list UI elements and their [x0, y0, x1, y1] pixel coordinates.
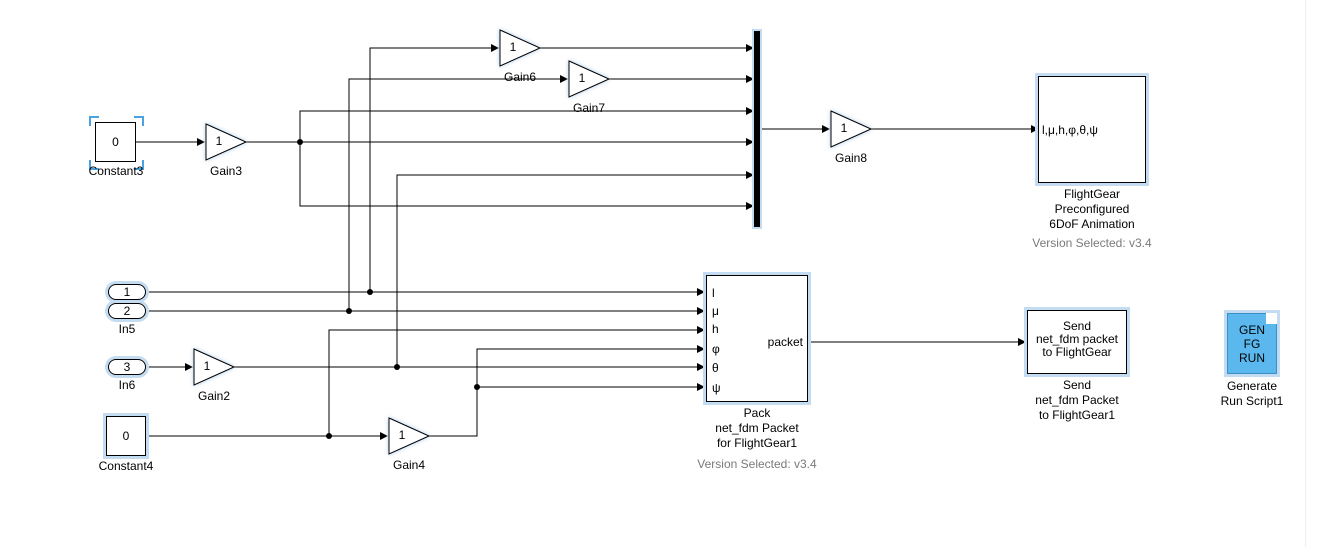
gain-triangles: [193, 29, 873, 455]
gain7-value: 1: [578, 71, 586, 85]
selection-handle-tl[interactable]: [89, 116, 99, 126]
flightgear-version: Version Selected: v3.4: [1032, 236, 1152, 250]
in5-port-1[interactable]: 1: [108, 284, 146, 300]
gain2-block[interactable]: [193, 348, 236, 386]
constant3-value: 0: [112, 135, 119, 149]
generate-run-script-block[interactable]: GEN FG RUN: [1227, 313, 1277, 374]
signal-branch-gain6[interactable]: [369, 44, 499, 292]
page-fold-icon: [1266, 313, 1277, 324]
gain4-label: Gain4: [392, 458, 426, 472]
gain8-value: 1: [840, 121, 848, 135]
pack-port-packet: packet: [767, 335, 803, 349]
pack-block[interactable]: l μ h φ θ ψ packet: [706, 275, 808, 402]
pack-port-phi: φ: [712, 342, 720, 356]
gain6-value: 1: [509, 40, 517, 54]
pack-port-mu: μ: [712, 304, 719, 318]
constant4-label: Constant4: [98, 459, 154, 473]
pack-version: Version Selected: v3.4: [697, 457, 817, 471]
signal-branch-gain7[interactable]: [348, 75, 568, 311]
flightgear-block[interactable]: l,μ,h,φ,θ,ψ: [1038, 76, 1146, 183]
pack-label: Pack net_fdm Packet for FlightGear1: [715, 406, 799, 450]
gain7-block[interactable]: [568, 60, 611, 98]
signal-gain3-mux-3[interactable]: [246, 107, 754, 143]
send-label: Send net_fdm Packet to FlightGear1: [1035, 378, 1119, 422]
selection-handle-br[interactable]: [134, 160, 144, 170]
signal-gain4-pack-phi[interactable]: [429, 345, 705, 437]
send-block-text: Send net_fdm packet to FlightGear: [1035, 319, 1119, 359]
constant3-block[interactable]: 0: [95, 122, 136, 162]
pack-port-theta: θ: [712, 361, 719, 375]
gain3-block[interactable]: [205, 123, 248, 161]
mux-block[interactable]: [752, 29, 762, 229]
flightgear-input-port: l,μ,h,φ,θ,ψ: [1042, 123, 1098, 137]
gain8-block[interactable]: [830, 110, 873, 148]
branch-points: [297, 139, 480, 439]
in6-port[interactable]: 3: [108, 359, 146, 375]
gain2-value: 1: [203, 359, 211, 373]
constant4-value: 0: [122, 429, 130, 443]
gain6-label: Gain6: [503, 70, 537, 84]
gain2-label: Gain2: [197, 389, 231, 403]
signal-branch-pack-h[interactable]: [328, 326, 705, 436]
signal-branch-mux-5[interactable]: [396, 171, 754, 367]
gain6-block[interactable]: [499, 29, 542, 67]
selection-handle-tr[interactable]: [134, 116, 144, 126]
gain8-label: Gain8: [834, 151, 868, 165]
flightgear-label: FlightGear Preconfigured 6DoF Animation: [1049, 187, 1135, 231]
gain4-block[interactable]: [388, 417, 431, 455]
gain7-label: Gain7: [572, 101, 606, 115]
signal-lines: [136, 44, 1039, 440]
in5-label: In5: [118, 322, 136, 336]
selection-handle-bl[interactable]: [89, 160, 99, 170]
gain3-value: 1: [215, 134, 223, 148]
pack-port-l: l: [712, 286, 715, 300]
gain4-value: 1: [398, 428, 406, 442]
generate-label: Generate Run Script1: [1220, 379, 1284, 408]
pack-port-psi: ψ: [712, 381, 721, 395]
in6-label: In6: [118, 378, 136, 392]
constant4-block[interactable]: 0: [106, 416, 146, 456]
pack-port-h: h: [712, 322, 719, 336]
canvas-edge: [1305, 0, 1306, 547]
send-block[interactable]: Send net_fdm packet to FlightGear: [1027, 310, 1127, 374]
in5-port-2[interactable]: 2: [108, 303, 146, 319]
signal-gain3-mux-6[interactable]: [299, 142, 754, 210]
constant3-label: Constant3: [88, 164, 144, 178]
gain3-label: Gain3: [209, 164, 243, 178]
